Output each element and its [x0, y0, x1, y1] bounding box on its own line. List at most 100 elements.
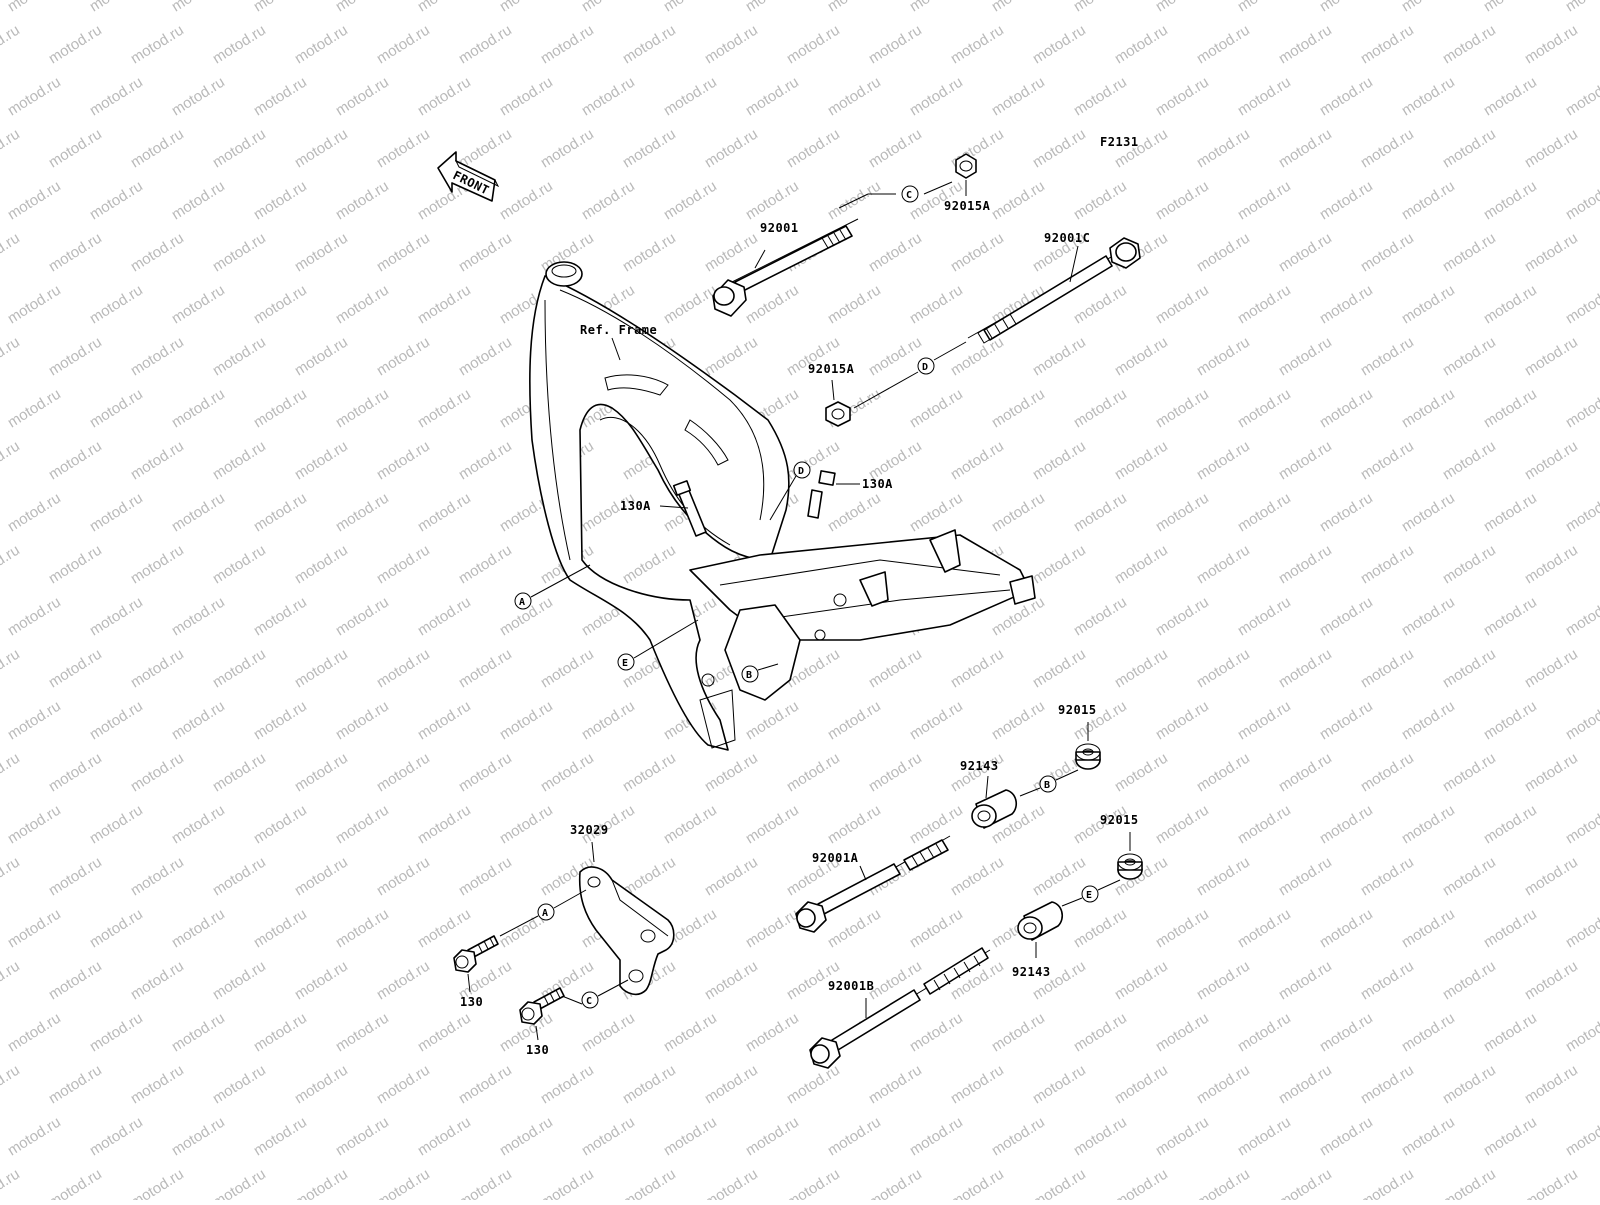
watermark-text: motod.ru	[292, 22, 351, 68]
watermark-text: motod.ru	[1522, 542, 1581, 588]
watermark-text: motod.ru	[251, 490, 310, 536]
watermark-text: motod.ru	[5, 178, 64, 224]
watermark-text: motod.ru	[579, 1114, 638, 1160]
watermark-text: motod.ru	[784, 750, 843, 796]
watermark-text: motod.ru	[210, 230, 269, 276]
watermark-text: motod.ru	[1276, 958, 1335, 1004]
watermark-text: motod.ru	[1563, 178, 1600, 224]
watermark-text: motod.ru	[333, 178, 392, 224]
watermark-text: motod.ru	[702, 334, 761, 380]
watermark-text: motod.ru	[1153, 906, 1212, 952]
watermark-text: motod.ru	[333, 698, 392, 744]
watermark-text: motod.ru	[702, 22, 761, 68]
watermark-text: motod.ru	[1563, 906, 1600, 952]
ref-letter-d-mid	[917, 357, 935, 375]
watermark-text: motod.ru	[1276, 22, 1335, 68]
nut-92015-upper	[1075, 743, 1101, 770]
watermark-text: motod.ru	[743, 698, 802, 744]
watermark-text: motod.ru	[1317, 0, 1376, 15]
watermark-text: motod.ru	[333, 386, 392, 432]
bolt-92001a	[795, 835, 951, 933]
watermark-text: motod.ru	[1563, 0, 1600, 15]
watermark-text: motod.ru	[1071, 178, 1130, 224]
watermark-text: motod.ru	[128, 750, 187, 796]
watermark-text: motod.ru	[1276, 334, 1335, 380]
watermark-text: motod.ru	[1522, 126, 1581, 172]
watermark-text: motod.ru	[128, 1166, 187, 1200]
watermark-text: motod.ru	[1235, 594, 1294, 640]
watermark-text: motod.ru	[87, 1010, 146, 1056]
watermark-text: motod.ru	[210, 542, 269, 588]
watermark-text: motod.ru	[251, 74, 310, 120]
watermark-text: motod.ru	[46, 1166, 105, 1200]
watermark-text: motod.ru	[1563, 1010, 1600, 1056]
watermark-text: motod.ru	[661, 1010, 720, 1056]
collar-92143-upper	[971, 789, 1018, 829]
watermark-text: motod.ru	[866, 1062, 925, 1108]
watermark-text: motod.ru	[456, 1062, 515, 1108]
watermark-text: motod.ru	[1358, 230, 1417, 276]
label-130a-right: 130A	[862, 477, 893, 491]
bolt-92001c	[967, 237, 1141, 344]
watermark-text: motod.ru	[743, 906, 802, 952]
watermark-text: motod.ru	[661, 802, 720, 848]
watermark-text: motod.ru	[1522, 646, 1581, 692]
watermark-text: motod.ru	[1399, 386, 1458, 432]
watermark-text: motod.ru	[497, 698, 556, 744]
watermark-text: motod.ru	[46, 22, 105, 68]
watermark-text: motod.ru	[0, 438, 23, 484]
ref-frame-label: Ref. Frame	[580, 323, 657, 337]
watermark-text: motod.ru	[169, 1010, 228, 1056]
watermark-text: motod.ru	[292, 646, 351, 692]
watermark-text: motod.ru	[866, 126, 925, 172]
watermark-text: motod.ru	[87, 1114, 146, 1160]
watermark-text: motod.ru	[333, 282, 392, 328]
watermark-text: motod.ru	[1522, 1062, 1581, 1108]
watermark-text: motod.ru	[907, 802, 966, 848]
watermark-text: motod.ru	[1194, 22, 1253, 68]
watermark-text: motod.ru	[743, 802, 802, 848]
watermark-text: motod.ru	[1030, 1062, 1089, 1108]
watermark-text: motod.ru	[333, 906, 392, 952]
watermark-text: motod.ru	[1358, 542, 1417, 588]
watermark-text: motod.ru	[456, 854, 515, 900]
watermark-text: motod.ru	[1030, 646, 1089, 692]
svg-text:C: C	[906, 190, 912, 201]
bolt-130-upper	[453, 935, 499, 973]
watermark-text: motod.ru	[1563, 1114, 1600, 1160]
watermark-text: motod.ru	[169, 282, 228, 328]
watermark-text: motod.ru	[1071, 0, 1130, 15]
watermark-text: motod.ru	[1522, 22, 1581, 68]
watermark-text: motod.ru	[415, 282, 474, 328]
watermark-text: motod.ru	[1112, 1062, 1171, 1108]
watermark-text: motod.ru	[0, 750, 23, 796]
watermark-text: motod.ru	[989, 386, 1048, 432]
watermark-text: motod.ru	[1317, 594, 1376, 640]
watermark-text: motod.ru	[169, 802, 228, 848]
watermark-text: motod.ru	[292, 958, 351, 1004]
watermark-text: motod.ru	[1317, 178, 1376, 224]
watermark-text: motod.ru	[989, 74, 1048, 120]
watermark-text: motod.ru	[907, 1010, 966, 1056]
watermark-text: motod.ru	[292, 334, 351, 380]
watermark-text: motod.ru	[538, 126, 597, 172]
watermark-text: motod.ru	[1440, 854, 1499, 900]
watermark-text: motod.ru	[1522, 334, 1581, 380]
collar-92143-lower	[1017, 901, 1064, 941]
watermark-text: motod.ru	[538, 1062, 597, 1108]
watermark-text: motod.ru	[415, 490, 474, 536]
watermark-text: motod.ru	[210, 646, 269, 692]
watermark-text: motod.ru	[374, 22, 433, 68]
watermark-text: motod.ru	[1194, 542, 1253, 588]
watermark-text: motod.ru	[1276, 750, 1335, 796]
watermark-text: motod.ru	[128, 334, 187, 380]
watermark-text: motod.ru	[907, 698, 966, 744]
watermark-text: motod.ru	[1481, 1114, 1540, 1160]
watermark-text: motod.ru	[292, 750, 351, 796]
watermark-text: motod.ru	[866, 750, 925, 796]
watermark-text: motod.ru	[169, 698, 228, 744]
watermark-text: motod.ru	[1317, 282, 1376, 328]
svg-text:E: E	[1086, 890, 1092, 901]
watermark-text: motod.ru	[210, 126, 269, 172]
